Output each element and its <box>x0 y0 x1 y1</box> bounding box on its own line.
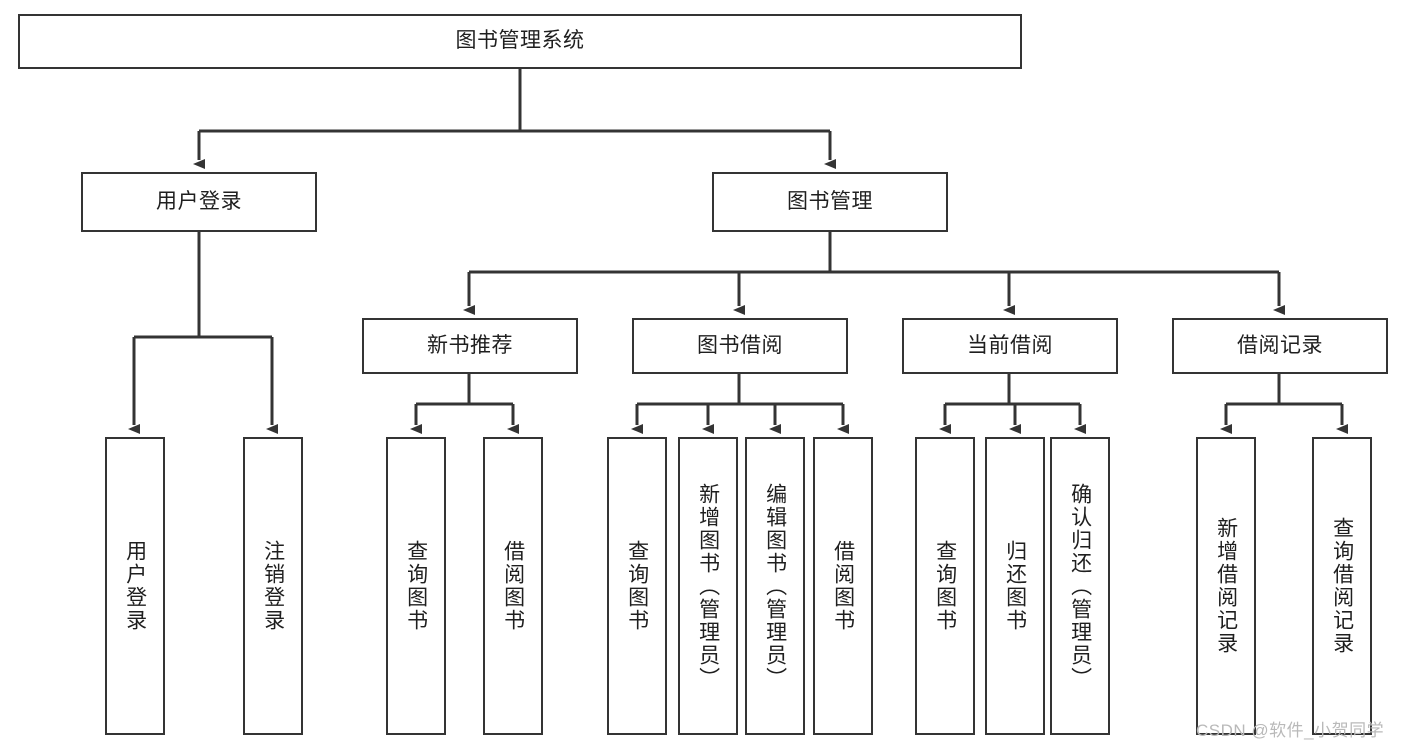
node-new-book-recommend-label: 新书推荐 <box>427 333 513 357</box>
node-book-borrow-label: 图书借阅 <box>697 333 783 357</box>
csdn-watermark: CSDN @软件_小贺同学 <box>1196 721 1385 740</box>
node-root[interactable]: 图书管理系统 <box>18 14 1022 69</box>
node-current-borrow-label: 当前借阅 <box>967 333 1053 357</box>
node-leaf-user-login-label: 用户登录 <box>123 540 147 632</box>
node-book-manage[interactable]: 图书管理 <box>712 172 948 232</box>
node-borrow-record-label: 借阅记录 <box>1237 333 1323 357</box>
node-leaf-br-add-record[interactable]: 新增借阅记录 <box>1196 437 1256 735</box>
node-leaf-bb-borrow-book-label: 借阅图书 <box>831 540 855 632</box>
node-leaf-cb-confirm-return-label: 确认归还（管理员） <box>1068 482 1092 690</box>
node-borrow-record[interactable]: 借阅记录 <box>1172 318 1388 374</box>
node-leaf-bb-borrow-book[interactable]: 借阅图书 <box>813 437 873 735</box>
node-leaf-bb-add-book-label: 新增图书（管理员） <box>696 482 720 690</box>
node-leaf-bb-query-book-label: 查询图书 <box>625 540 649 632</box>
node-root-label: 图书管理系统 <box>455 29 585 53</box>
node-leaf-cb-query-book[interactable]: 查询图书 <box>915 437 975 735</box>
node-leaf-br-query-record[interactable]: 查询借阅记录 <box>1312 437 1372 735</box>
node-leaf-cb-return-book-label: 归还图书 <box>1003 540 1027 632</box>
node-leaf-bb-edit-book-label: 编辑图书（管理员） <box>763 482 787 690</box>
node-leaf-rec-query-book[interactable]: 查询图书 <box>386 437 446 735</box>
node-current-borrow[interactable]: 当前借阅 <box>902 318 1118 374</box>
node-user-login[interactable]: 用户登录 <box>81 172 317 232</box>
node-book-borrow[interactable]: 图书借阅 <box>632 318 848 374</box>
node-leaf-br-add-record-label: 新增借阅记录 <box>1214 517 1238 655</box>
node-book-manage-label: 图书管理 <box>787 189 873 213</box>
node-leaf-user-logout-label: 注销登录 <box>261 540 285 632</box>
node-leaf-cb-confirm-return[interactable]: 确认归还（管理员） <box>1050 437 1110 735</box>
node-user-login-label: 用户登录 <box>156 189 242 213</box>
node-leaf-user-login[interactable]: 用户登录 <box>105 437 165 735</box>
node-leaf-bb-query-book[interactable]: 查询图书 <box>607 437 667 735</box>
node-leaf-br-query-record-label: 查询借阅记录 <box>1330 517 1354 655</box>
node-leaf-bb-add-book[interactable]: 新增图书（管理员） <box>678 437 738 735</box>
node-leaf-cb-return-book[interactable]: 归还图书 <box>985 437 1045 735</box>
node-leaf-user-logout[interactable]: 注销登录 <box>243 437 303 735</box>
node-leaf-cb-query-book-label: 查询图书 <box>933 540 957 632</box>
node-new-book-recommend[interactable]: 新书推荐 <box>362 318 578 374</box>
node-leaf-rec-borrow-book-label: 借阅图书 <box>501 540 525 632</box>
node-leaf-bb-edit-book[interactable]: 编辑图书（管理员） <box>745 437 805 735</box>
node-leaf-rec-borrow-book[interactable]: 借阅图书 <box>483 437 543 735</box>
node-leaf-rec-query-book-label: 查询图书 <box>404 540 428 632</box>
